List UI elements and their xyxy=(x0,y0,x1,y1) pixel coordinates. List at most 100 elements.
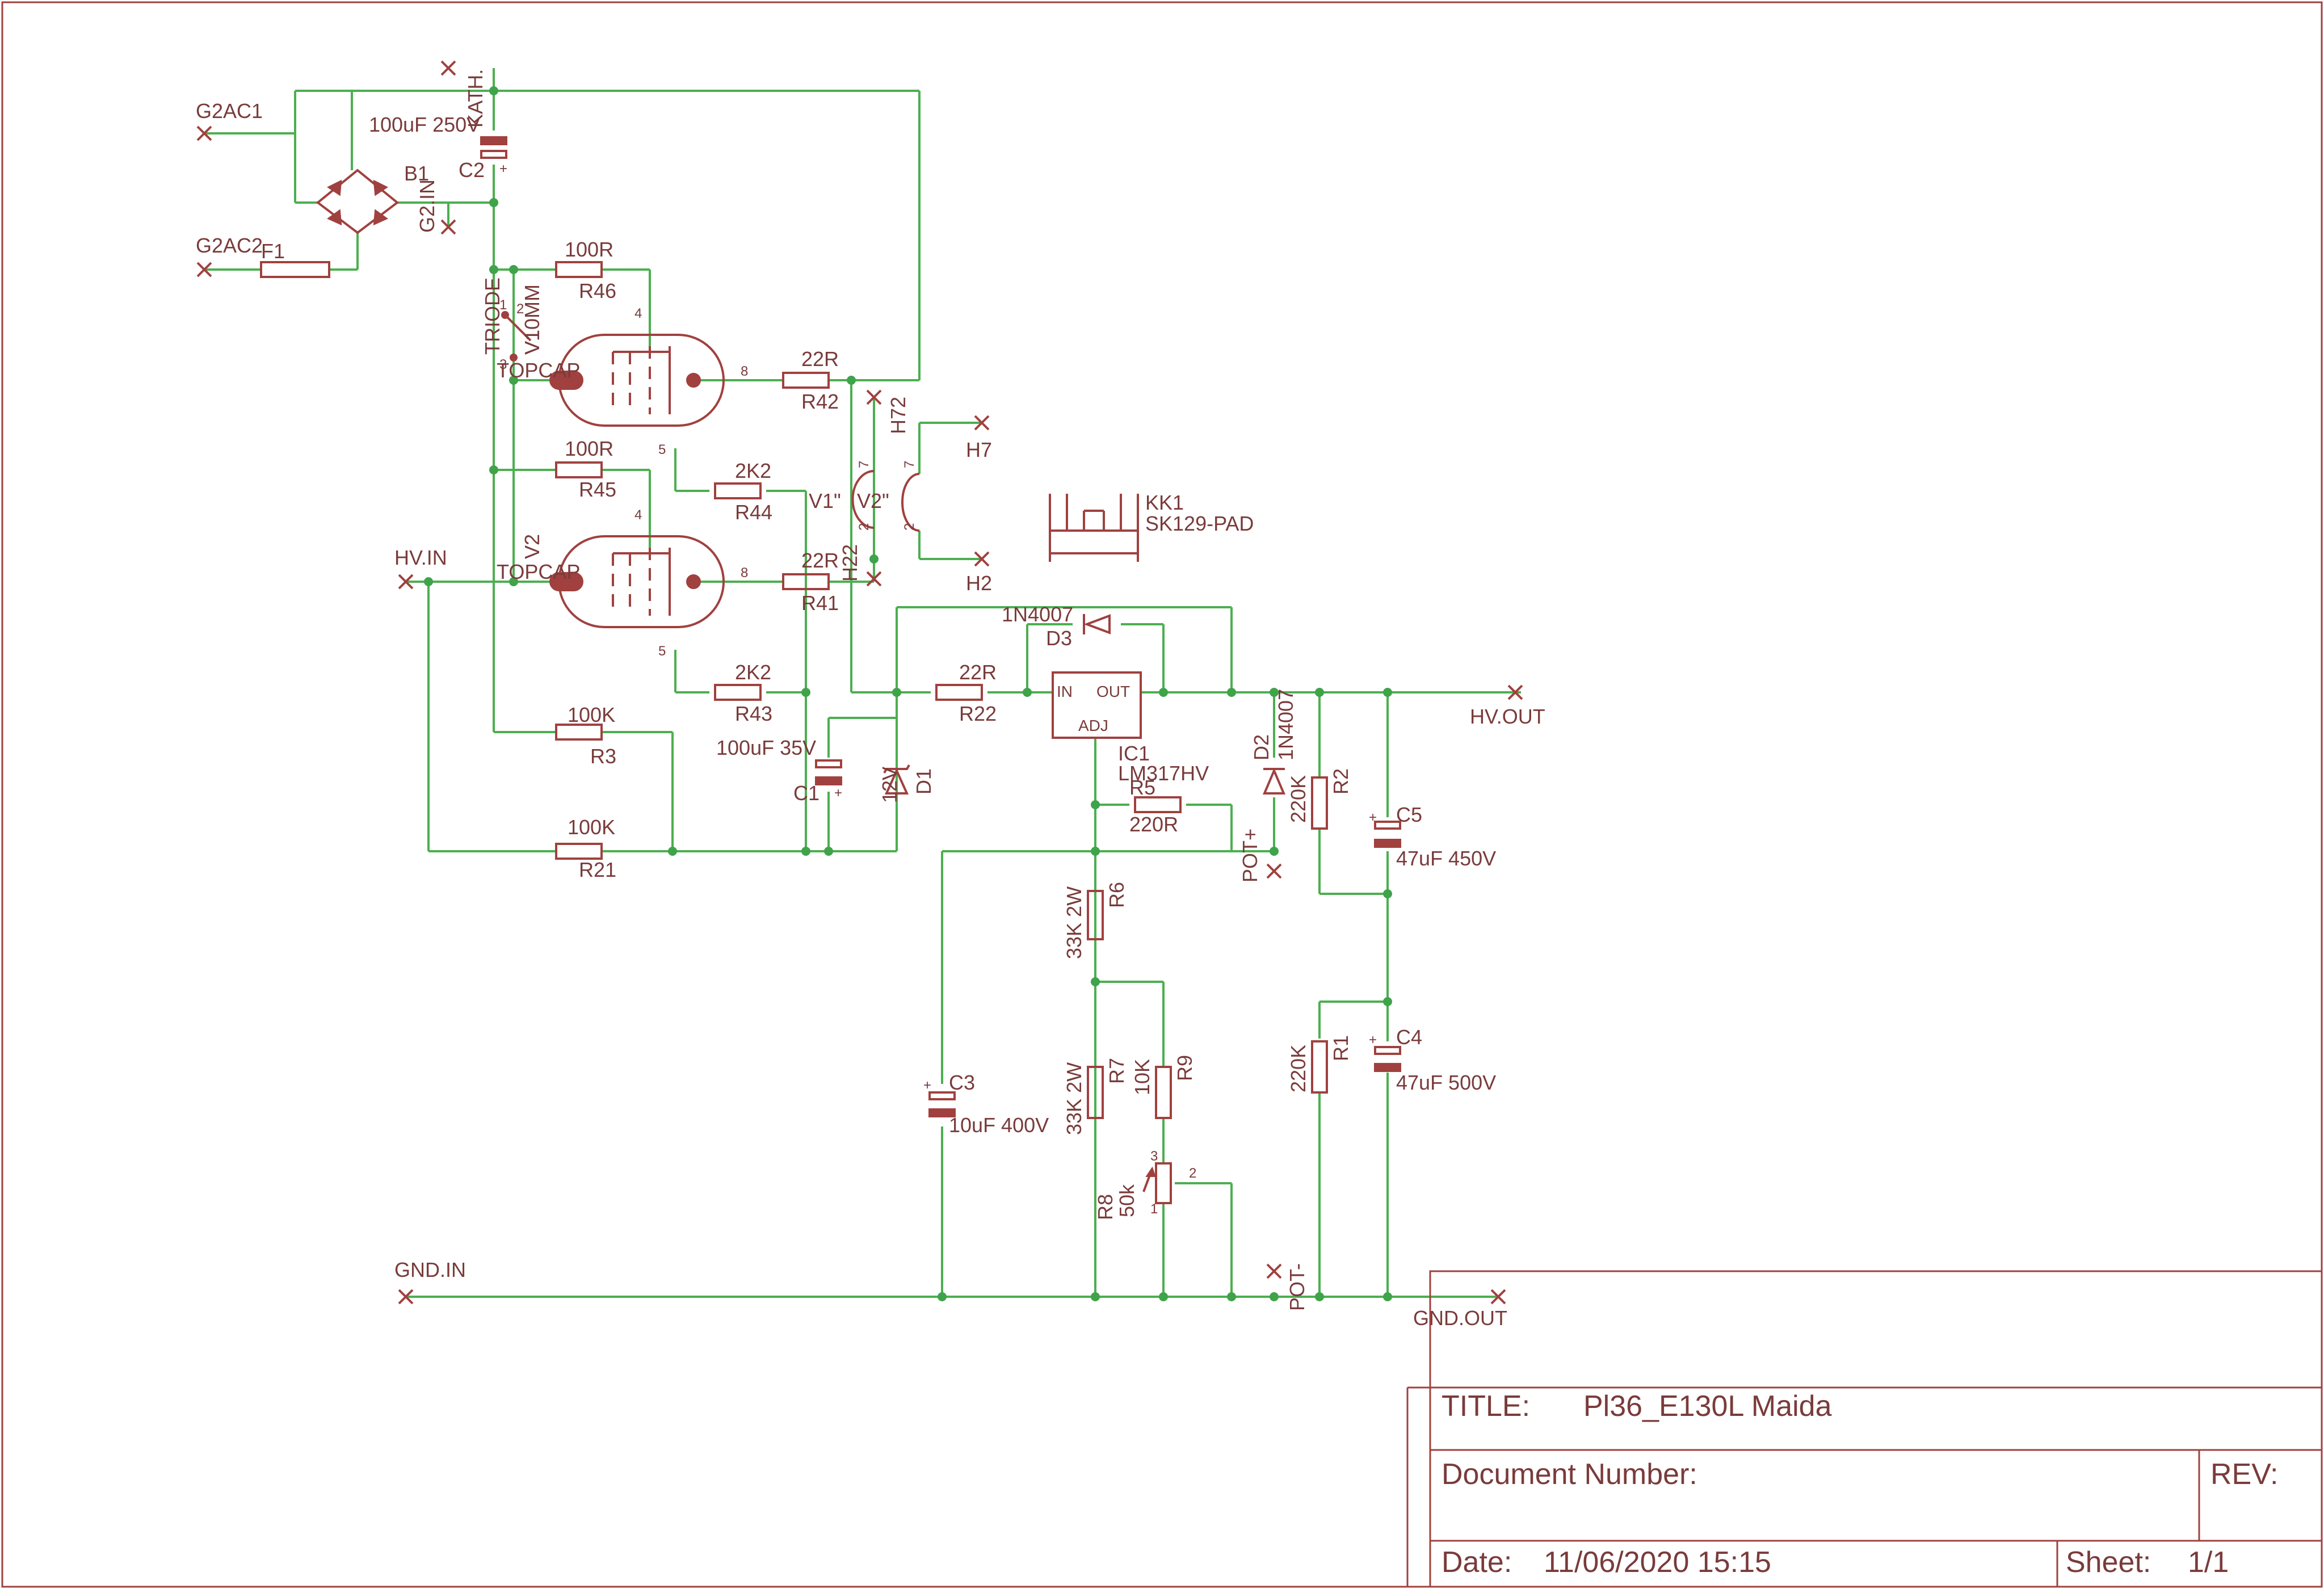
title-value: Pl36_E130L Maida xyxy=(1583,1390,1832,1423)
label-r46-value: 100R xyxy=(565,238,613,261)
label-r45-value: 100R xyxy=(565,437,613,460)
g2in-connector[interactable] xyxy=(440,219,456,235)
resistor-r46[interactable] xyxy=(555,261,603,278)
resistor-r21[interactable] xyxy=(555,843,603,860)
regulator-ic1[interactable] xyxy=(1052,671,1142,739)
h72-connector[interactable] xyxy=(866,389,882,405)
label-v2-pin8: 8 xyxy=(741,565,748,581)
h7-connector[interactable] xyxy=(974,415,990,431)
resistor-r7[interactable] xyxy=(1087,1066,1104,1119)
label-d2: D2 xyxy=(1250,734,1273,760)
potentiometer-r8[interactable] xyxy=(1142,1162,1172,1204)
label-h7: H7 xyxy=(966,438,992,461)
label-r3: R3 xyxy=(590,745,616,768)
tube-v1[interactable] xyxy=(549,334,725,427)
label-r8-pin3: 3 xyxy=(1150,1149,1158,1164)
label-hvin: HV.IN xyxy=(394,546,447,569)
resistor-r22[interactable] xyxy=(935,684,983,701)
label-v10mm: V10MM xyxy=(520,284,544,355)
label-h22: H22 xyxy=(838,544,861,582)
label-gndin: GND.IN xyxy=(394,1258,466,1281)
bridge-rectifier-b1[interactable] xyxy=(316,169,400,234)
triode-switch[interactable] xyxy=(501,311,532,361)
hvin-connector[interactable] xyxy=(398,574,414,590)
gndin-connector[interactable] xyxy=(398,1289,414,1305)
label-d3: D3 xyxy=(1046,627,1072,650)
g2ac1-connector[interactable] xyxy=(196,125,212,141)
label-pot-minus: POT- xyxy=(1285,1263,1309,1311)
label-r1: R1 xyxy=(1329,1035,1352,1061)
zener-d1[interactable] xyxy=(883,764,910,794)
label-c1-plus: + xyxy=(834,785,842,801)
capacitor-c5[interactable] xyxy=(1374,821,1401,848)
resistor-r41[interactable] xyxy=(782,573,830,590)
label-c2-plus: + xyxy=(499,161,507,176)
resistor-r43[interactable] xyxy=(714,684,762,701)
label-d1: D1 xyxy=(912,768,935,794)
label-c3-value: 10uF 400V xyxy=(949,1113,1049,1137)
label-r43: R43 xyxy=(735,702,772,725)
g2ac2-connector[interactable] xyxy=(196,262,212,278)
label-v1-pin8: 8 xyxy=(741,364,748,379)
label-r22-value: 22R xyxy=(959,661,997,684)
label-c5-plus: + xyxy=(1369,810,1377,825)
label-v2: V2 xyxy=(520,534,544,559)
label-c4-value: 47uF 500V xyxy=(1396,1071,1496,1094)
label-ic1-value: LM317HV xyxy=(1118,762,1209,785)
label-v2h-pin2: 2 xyxy=(902,523,917,531)
kath-connector[interactable] xyxy=(440,60,456,76)
sheet-label: Sheet: xyxy=(2066,1546,2151,1579)
pot-plus-connector[interactable] xyxy=(1266,863,1282,879)
h2-connector[interactable] xyxy=(974,551,990,567)
diode-d2[interactable] xyxy=(1262,767,1286,794)
label-r9-value: 10K xyxy=(1131,1059,1154,1095)
label-r5: R5 xyxy=(1129,776,1155,799)
label-r2-value: 220K xyxy=(1287,775,1310,823)
label-r6-value: 33K 2W xyxy=(1062,886,1086,959)
label-v2-pin4: 4 xyxy=(634,507,642,523)
label-c3: C3 xyxy=(949,1071,975,1094)
label-topcap2: TOPCAP xyxy=(497,560,580,583)
label-gndout: GND.OUT xyxy=(1413,1306,1507,1330)
label-kk1-value: SK129-PAD xyxy=(1145,512,1254,535)
label-g2ac1: G2AC1 xyxy=(196,99,263,123)
capacitor-c3[interactable] xyxy=(928,1091,956,1117)
diode-d3[interactable] xyxy=(1083,614,1111,634)
resistor-r3[interactable] xyxy=(555,724,603,741)
fuse-f1[interactable] xyxy=(260,261,330,278)
label-r6: R6 xyxy=(1105,882,1128,908)
capacitor-c2[interactable] xyxy=(480,136,507,159)
resistor-r6[interactable] xyxy=(1087,890,1104,940)
label-r21: R21 xyxy=(579,858,616,881)
label-r7-value: 33K 2W xyxy=(1062,1062,1086,1135)
resistor-r42[interactable] xyxy=(782,372,830,389)
resistor-r9[interactable] xyxy=(1155,1066,1172,1119)
label-v1: V1 xyxy=(520,330,544,355)
resistor-r1[interactable] xyxy=(1311,1040,1328,1094)
resistor-r45[interactable] xyxy=(555,461,603,478)
connector-markers xyxy=(196,60,1523,1305)
label-d2-value: 1N4007 xyxy=(1274,689,1297,760)
label-r44-value: 2K2 xyxy=(735,459,771,482)
resistor-r5[interactable] xyxy=(1134,796,1182,813)
label-ic1: IC1 xyxy=(1118,742,1150,765)
label-v1-pin5: 5 xyxy=(658,442,666,457)
capacitor-c4[interactable] xyxy=(1374,1046,1401,1072)
label-switch-pin2: 2 xyxy=(516,301,524,317)
hvout-connector[interactable] xyxy=(1507,684,1523,700)
gndout-connector[interactable] xyxy=(1490,1289,1506,1305)
label-r44: R44 xyxy=(735,501,772,524)
resistor-r44[interactable] xyxy=(714,482,762,499)
label-kk1: KK1 xyxy=(1145,491,1184,514)
pot-minus-connector[interactable] xyxy=(1266,1263,1282,1279)
label-v1-pin4: 4 xyxy=(634,306,642,321)
title-label: TITLE: xyxy=(1442,1390,1530,1423)
capacitor-c1[interactable] xyxy=(815,759,842,785)
h22-connector[interactable] xyxy=(866,571,882,587)
label-r21-value: 100K xyxy=(568,815,615,839)
label-v2h-pin7: 7 xyxy=(902,461,917,468)
tube-v2[interactable] xyxy=(549,535,725,628)
resistor-r2[interactable] xyxy=(1311,776,1328,830)
